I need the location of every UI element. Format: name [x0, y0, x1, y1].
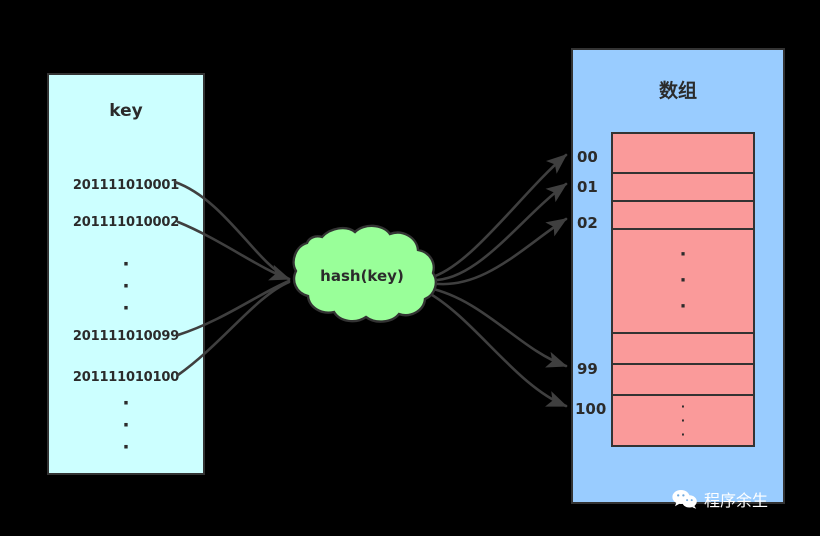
hash-node-label: hash(key) — [320, 267, 404, 285]
array-index-label-00: 00 — [577, 148, 598, 166]
wechat-icon — [672, 490, 697, 509]
key-entry-2: 201111010002 — [72, 215, 180, 230]
key-entry-1: 201111010001 — [72, 178, 180, 193]
array-dot: · — [680, 427, 686, 441]
key-entry-4: 201111010100 — [72, 370, 180, 385]
key-dot: · — [122, 275, 130, 297]
watermark: 程序余生 — [672, 487, 768, 511]
arrow-hash-to-index-00 — [427, 153, 568, 280]
arrow-hash-to-index-100 — [425, 290, 568, 408]
array-panel-title: 数组 — [658, 80, 697, 102]
array-cell-100 — [613, 365, 753, 396]
watermark-label: 程序余生 — [704, 491, 769, 510]
key-entry-3: 201111010099 — [72, 329, 180, 344]
array-dot: · — [680, 413, 686, 427]
array-index-label-99: 99 — [577, 360, 598, 378]
arrow-key99-to-hash — [176, 279, 291, 337]
key-dot: · — [122, 297, 130, 319]
array-tail-dots: · · · — [613, 396, 753, 445]
array-middle-dots: · · · — [613, 230, 753, 332]
array-cell-01 — [613, 174, 753, 202]
arrow-hash-to-index-02 — [428, 217, 568, 286]
arrow-key1-to-hash — [173, 180, 291, 281]
array-cell-tail-ellipsis: · · · — [613, 396, 753, 445]
key-panel: key 201111010001 201111010002 · · · 2011… — [47, 73, 205, 475]
array-cell-middle-ellipsis: · · · — [613, 230, 753, 334]
key-dot: · — [122, 436, 130, 458]
key-dot: · — [122, 392, 130, 414]
array-dot: · — [679, 270, 687, 291]
arrow-hash-to-index-01 — [427, 182, 568, 282]
array-panel: 数组 · · · · · · 00 01 — [571, 48, 785, 504]
key-dot: · — [122, 414, 130, 436]
key-panel-title: key — [109, 101, 143, 121]
arrow-hash-to-index-99 — [427, 286, 568, 368]
array-dot: · — [679, 296, 687, 317]
key-dots-lower: · · · — [49, 392, 203, 458]
array-cell-02 — [613, 202, 753, 230]
key-dots-upper: · · · — [49, 253, 203, 319]
array-cell-99 — [613, 334, 753, 365]
array-dot: · — [679, 244, 687, 265]
array-index-label-100: 100 — [575, 400, 607, 418]
array-index-label-01: 01 — [577, 178, 598, 196]
array-dot: · — [680, 399, 686, 413]
array-index-label-02: 02 — [577, 214, 598, 232]
arrow-key2-to-hash — [176, 220, 291, 281]
hash-cloud-shape — [292, 224, 437, 323]
key-dot: · — [122, 253, 130, 275]
arrow-key100-to-hash — [176, 280, 291, 377]
array-cell-stack: · · · · · · — [611, 132, 755, 447]
array-cell-00 — [613, 134, 753, 174]
